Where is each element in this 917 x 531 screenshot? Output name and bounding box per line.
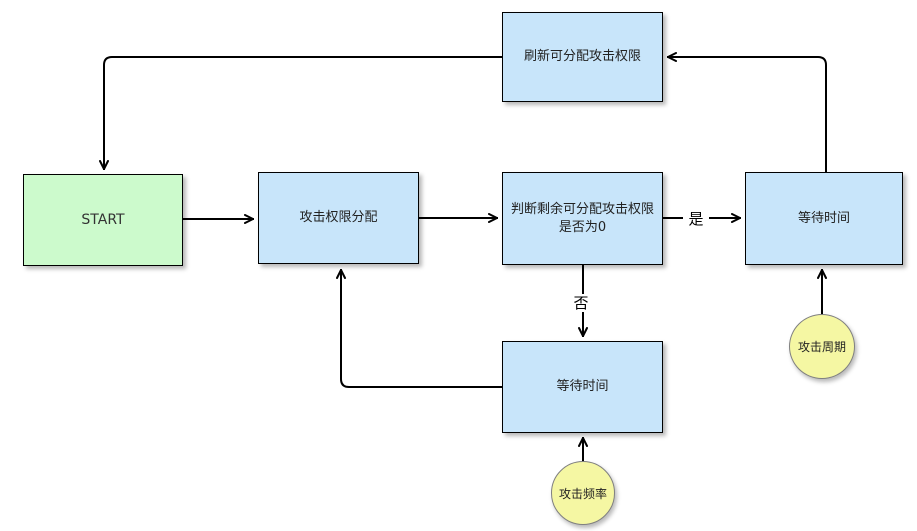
wait-time-right-node[interactable]: 等待时间 xyxy=(745,172,903,265)
refresh-permissions-node[interactable]: 刷新可分配攻击权限 xyxy=(502,12,663,102)
wait-time-bottom-label: 等待时间 xyxy=(556,379,609,395)
refresh-permissions-label: 刷新可分配攻击权限 xyxy=(523,49,641,65)
allocate-permissions-node[interactable]: 攻击权限分配 xyxy=(258,172,419,264)
yes-edge-label: 是 xyxy=(683,210,709,228)
decision-remaining-permissions-label: 判断剩余可分配攻击权限是否为0 xyxy=(510,201,654,235)
start-label: START xyxy=(81,211,125,228)
attack-frequency-event-node[interactable]: 攻击频率 xyxy=(551,461,615,525)
edge-refresh-to-start xyxy=(99,56,503,170)
decision-remaining-permissions-node[interactable]: 判断剩余可分配攻击权限是否为0 xyxy=(502,172,663,265)
no-edge-label: 否 xyxy=(568,294,594,312)
attack-cycle-event-node[interactable]: 攻击周期 xyxy=(789,314,855,379)
attack-cycle-label: 攻击周期 xyxy=(797,340,846,354)
start-node[interactable]: START xyxy=(23,174,183,266)
edge-wait-right-to-refresh xyxy=(667,52,827,173)
wait-time-bottom-node[interactable]: 等待时间 xyxy=(502,341,663,433)
edge-wait-bottom-to-allocate xyxy=(336,269,503,388)
attack-frequency-label: 攻击频率 xyxy=(558,486,607,501)
allocate-permissions-label: 攻击权限分配 xyxy=(299,210,378,226)
wait-time-right-label: 等待时间 xyxy=(797,210,850,226)
